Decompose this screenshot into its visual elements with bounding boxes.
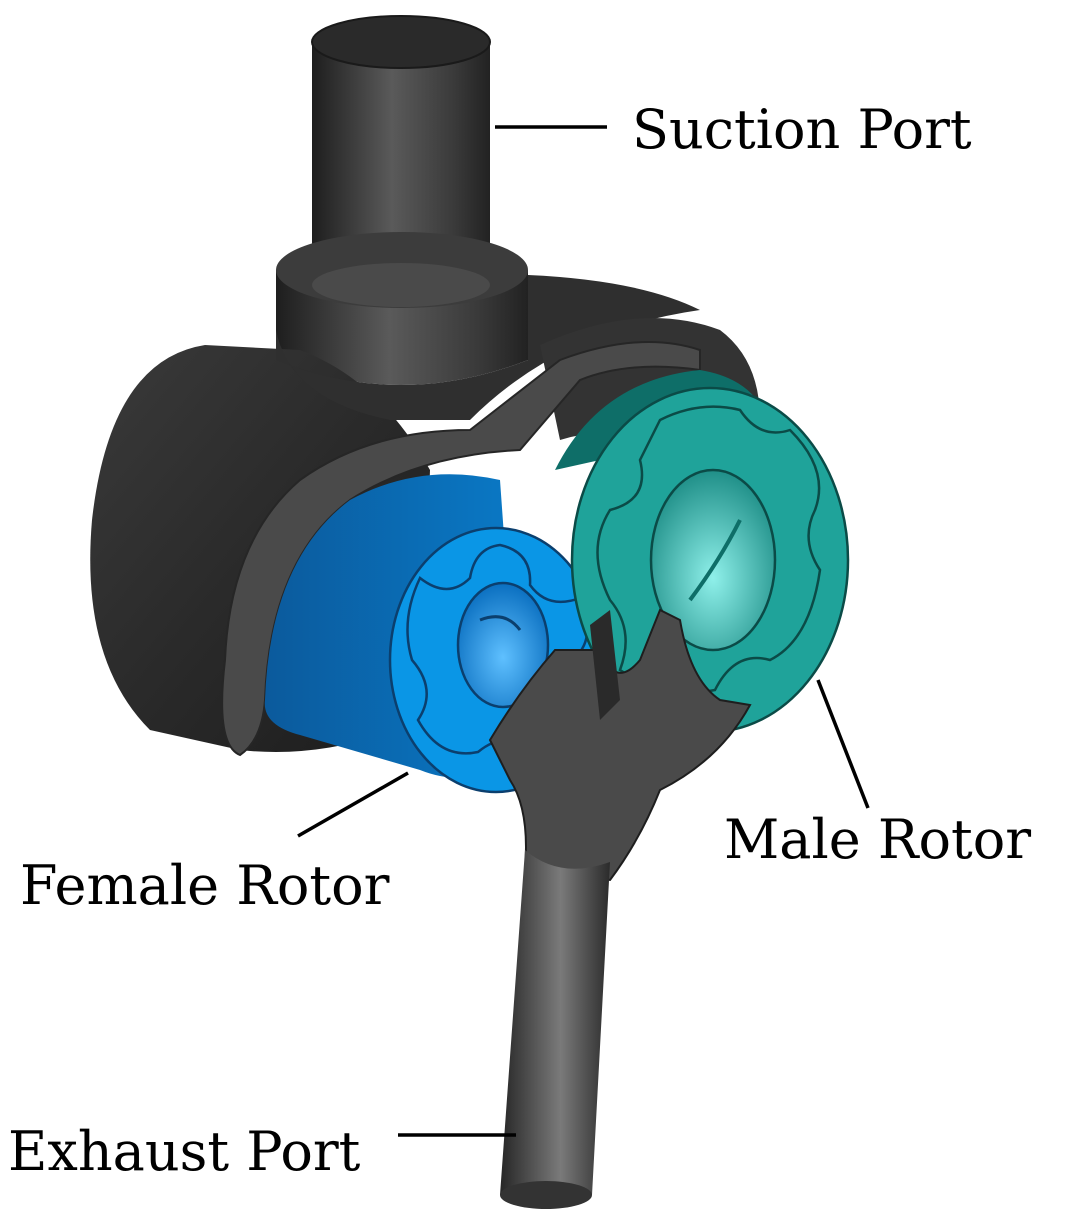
male-rotor (570, 386, 850, 734)
suction-port-label: Suction Port (632, 98, 972, 161)
male-rotor-leader (816, 679, 870, 809)
exhaust-pipe (500, 850, 610, 1209)
female-rotor-leader (297, 771, 409, 838)
male-rotor-label: Male Rotor (724, 808, 1031, 871)
exhaust-port-label: Exhaust Port (8, 1120, 361, 1183)
exhaust-manifold (488, 608, 752, 882)
suction-collar (276, 232, 528, 385)
female-rotor-label: Female Rotor (20, 854, 390, 917)
